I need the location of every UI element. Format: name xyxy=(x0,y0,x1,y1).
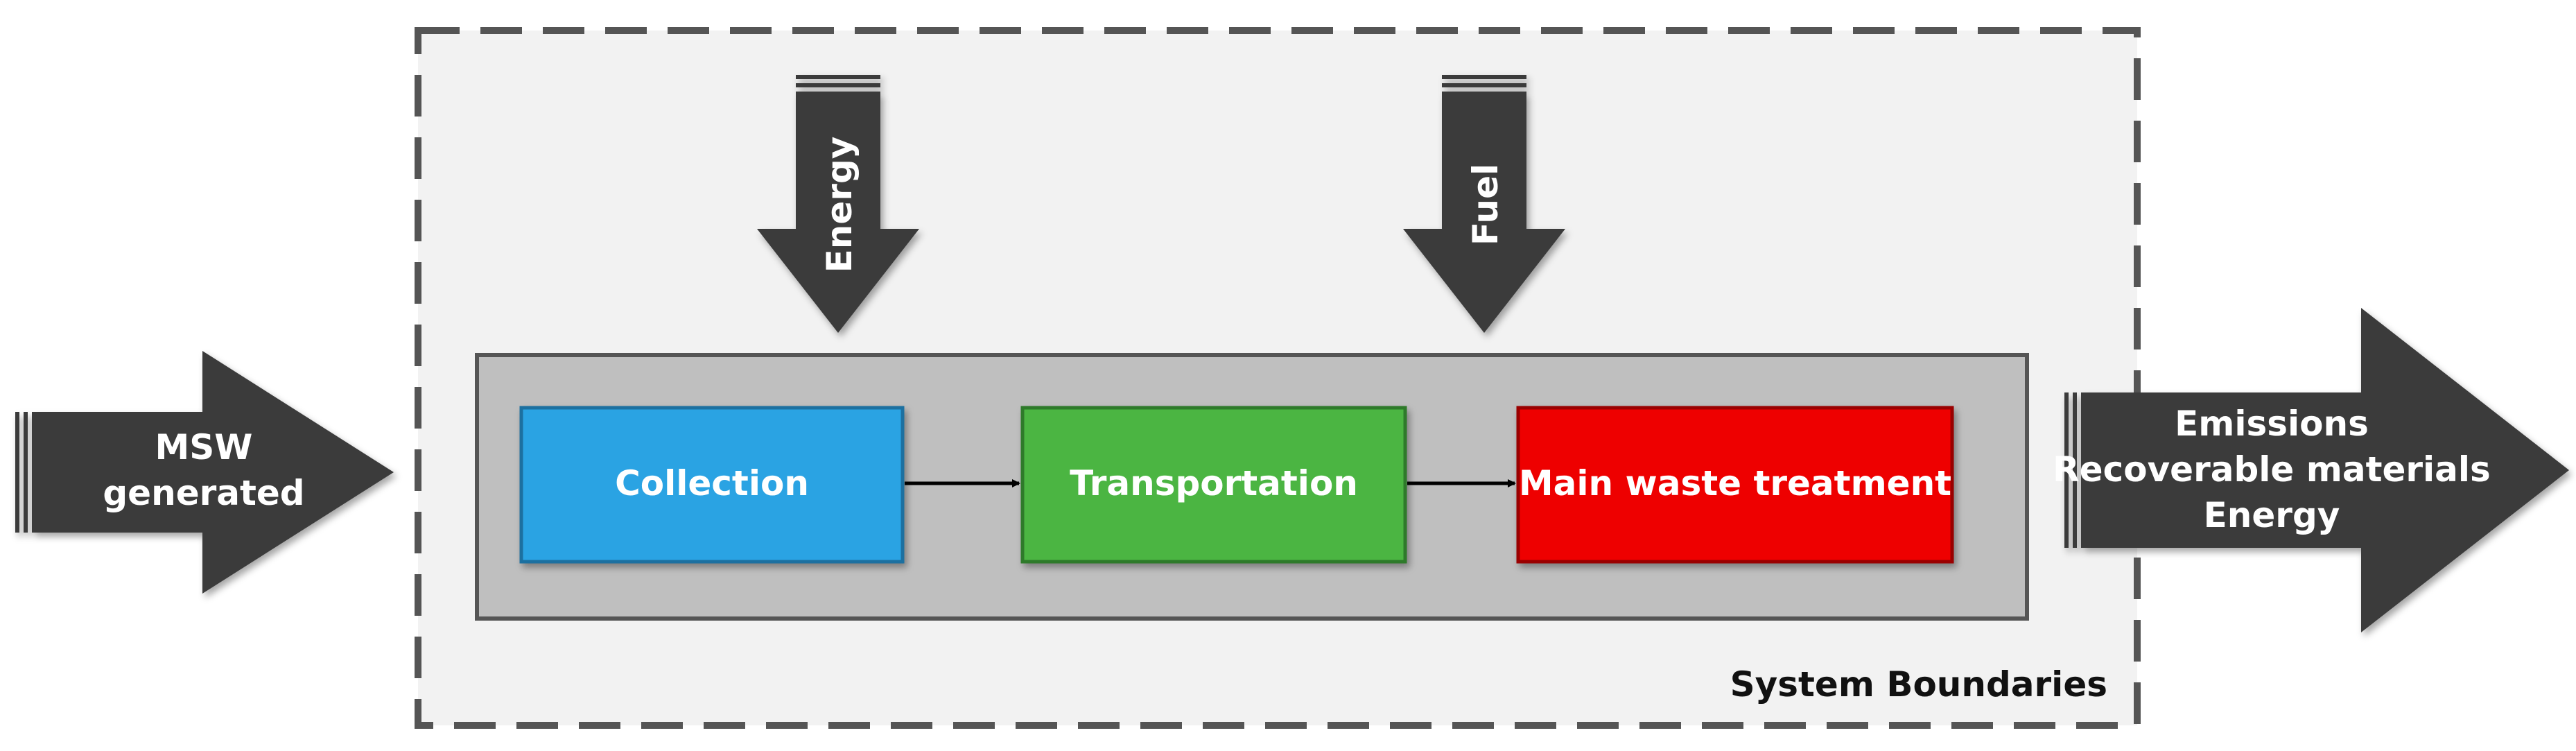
transportation-label: Transportation xyxy=(1070,463,1358,503)
fuel-input-arrow xyxy=(1403,75,1565,333)
system-boundary-label: System Boundaries xyxy=(1730,664,2107,705)
treatment-box xyxy=(1516,406,1954,564)
output-label-energy: Energy xyxy=(2204,495,2340,535)
output-label-emissions: Emissions xyxy=(2175,404,2369,444)
output-arrow xyxy=(2064,308,2569,632)
collection-label: Collection xyxy=(615,463,809,503)
collection-box xyxy=(519,406,905,564)
msw-input-arrow xyxy=(15,351,394,594)
transportation-box xyxy=(1020,406,1407,564)
fuel-label: Fuel xyxy=(1465,164,1506,245)
output-label-materials: Recoverable materials xyxy=(2053,449,2491,490)
energy-label: Energy xyxy=(819,137,860,273)
msw-label-line2: generated xyxy=(103,473,304,513)
energy-input-arrow xyxy=(757,75,919,333)
treatment-label: Main waste treatment xyxy=(1519,463,1951,503)
msw-label-line1: MSW xyxy=(155,427,253,467)
